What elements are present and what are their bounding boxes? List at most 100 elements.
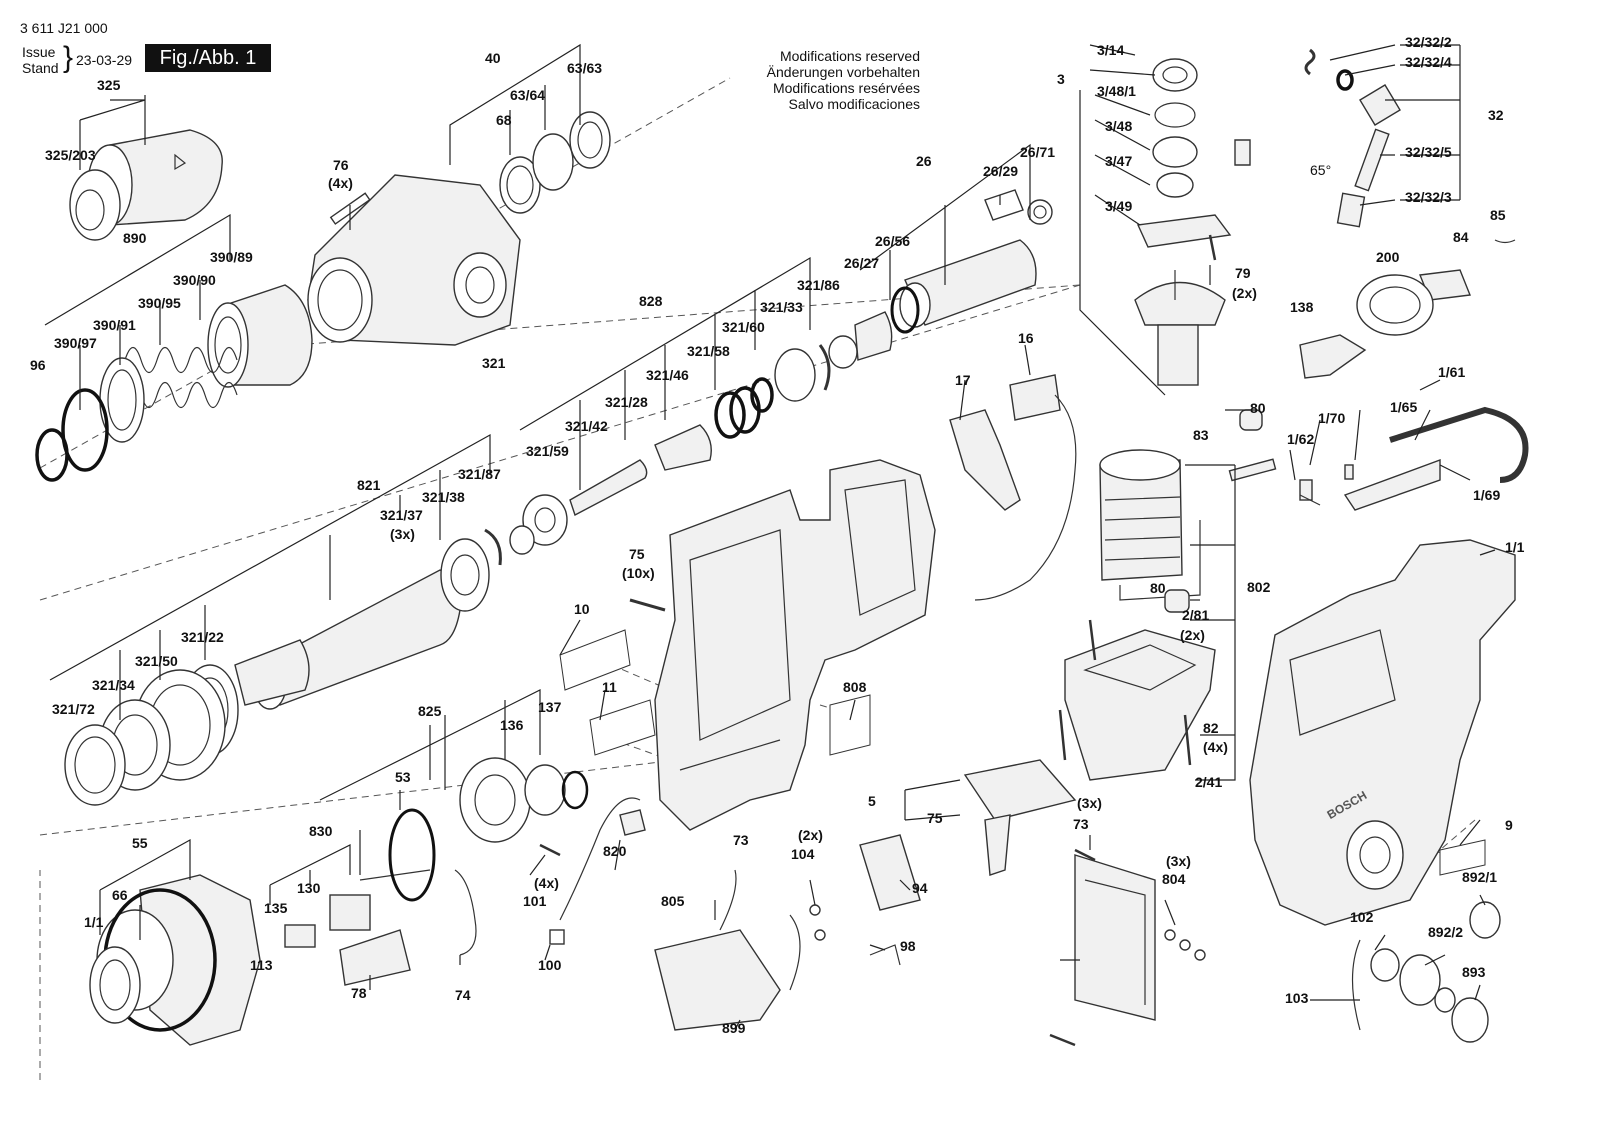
callout-label: 390/90 xyxy=(173,272,216,288)
part-100-sensor xyxy=(549,797,646,945)
stand-label: Stand xyxy=(22,60,59,76)
callout-label: 75 xyxy=(629,546,645,562)
screws xyxy=(539,234,1217,1047)
part-1-1-housing-right xyxy=(1249,539,1516,926)
callout-label: 1/70 xyxy=(1318,410,1345,426)
notice-line-de: Änderungen vorbehalten xyxy=(766,64,920,80)
callout-label: 390/89 xyxy=(210,249,253,265)
callout-label: 321/58 xyxy=(687,343,730,359)
callout-label: 96 xyxy=(30,357,46,373)
callout-label: 66 xyxy=(112,887,128,903)
part-2-41-motor-housing xyxy=(1064,629,1216,781)
issue-bracket: } xyxy=(63,41,74,74)
callout-label: 113 xyxy=(250,957,273,973)
part-804-battery-interface xyxy=(1074,854,1156,1021)
callout-label: 104 xyxy=(791,846,815,862)
callout-label: 892/2 xyxy=(1428,924,1463,940)
callout-label: 94 xyxy=(912,880,928,896)
callout-label: 73 xyxy=(733,832,749,848)
callout-label: 5 xyxy=(868,793,876,809)
part-misc-small-1 xyxy=(1164,239,1516,613)
callout-label: 26 xyxy=(916,153,932,169)
callout-label: 9 xyxy=(1505,817,1513,833)
callout-label: 32 xyxy=(1488,107,1504,123)
callout-label: 1/1 xyxy=(1505,539,1525,555)
issue-date: 23-03-29 xyxy=(76,52,133,68)
part-321-22-gear xyxy=(64,639,310,806)
callout-label: 321/33 xyxy=(760,299,803,315)
part-26-cylinder xyxy=(828,189,1053,369)
callout-label: 828 xyxy=(639,293,663,309)
callout-label: 26/29 xyxy=(983,163,1018,179)
callout-label: 136 xyxy=(500,717,524,733)
callout-label: 3 xyxy=(1057,71,1065,87)
callout-label: 321/50 xyxy=(135,653,178,669)
callout-label: (2x) xyxy=(798,827,823,843)
callout-label: 82 xyxy=(1203,720,1219,736)
angle-label: 65° xyxy=(1310,162,1331,178)
callout-label: 79 xyxy=(1235,265,1251,281)
callout-label: 26/56 xyxy=(875,233,910,249)
callout-label: 802 xyxy=(1247,579,1271,595)
part-104-module xyxy=(859,834,921,966)
callout-label: 32/32/3 xyxy=(1405,189,1452,205)
callout-label: 321/38 xyxy=(422,489,465,505)
callout-label: 26/27 xyxy=(844,255,879,271)
callout-label: (3x) xyxy=(390,526,415,542)
callout-label: (4x) xyxy=(534,875,559,891)
callout-label: 321/60 xyxy=(722,319,765,335)
notice-line-fr: Modifications resérvées xyxy=(772,80,920,96)
callout-label: 321/59 xyxy=(526,443,569,459)
callout-label: 321/22 xyxy=(181,629,224,645)
part-805-electronics xyxy=(654,869,801,1031)
callout-label: 80 xyxy=(1250,400,1266,416)
callout-label: 3/47 xyxy=(1105,153,1132,169)
callout-label: 11 xyxy=(602,679,617,695)
callout-label: (4x) xyxy=(328,175,353,191)
part-802-stator xyxy=(1099,449,1201,601)
callout-label: 804 xyxy=(1162,871,1186,887)
callout-label: (3x) xyxy=(1166,853,1191,869)
callout-label: (2x) xyxy=(1180,627,1205,643)
callout-label: 78 xyxy=(351,985,367,1001)
callout-label: 390/97 xyxy=(54,335,97,351)
callout-label: 32/32/4 xyxy=(1405,54,1452,70)
callout-label: 101 xyxy=(523,893,547,909)
blank-labels xyxy=(559,629,1486,876)
callout-label: 40 xyxy=(485,50,501,66)
callout-label: 98 xyxy=(900,938,916,954)
callout-label: 63/63 xyxy=(567,60,602,76)
modifications-notice: Modifications reserved Änderungen vorbeh… xyxy=(680,48,920,112)
callout-label: 26/71 xyxy=(1020,144,1055,160)
leader-lines xyxy=(44,43,1496,1031)
callout-label: 80 xyxy=(1150,580,1166,596)
callout-label: 808 xyxy=(843,679,867,695)
callout-label: 1/1 xyxy=(84,914,104,930)
part-390-tool-holder xyxy=(35,284,313,482)
callout-labels: 3/143/48/13/483/473/49379(2x)32/32/232/3… xyxy=(30,34,1525,1036)
callout-label: 321/34 xyxy=(92,677,135,693)
callout-label: 68 xyxy=(496,112,512,128)
callout-label: 1/62 xyxy=(1287,431,1314,447)
callout-label: 55 xyxy=(132,835,148,851)
part-40-gear-housing xyxy=(307,174,521,346)
callout-label: 321/86 xyxy=(797,277,840,293)
callout-label: 10 xyxy=(574,601,590,617)
part-1-1-housing-centre xyxy=(654,459,936,831)
callout-label: 821 xyxy=(357,477,381,493)
callout-label: 1/61 xyxy=(1438,364,1465,380)
part-1-61-handle xyxy=(1299,406,1529,511)
callout-label: 32/32/5 xyxy=(1405,144,1452,160)
callout-label: 830 xyxy=(309,823,333,839)
callout-label: 321/28 xyxy=(605,394,648,410)
document-number: 3 611 J21 000 xyxy=(20,20,108,36)
callout-label: 325 xyxy=(97,77,121,93)
callout-label: 321 xyxy=(482,355,506,371)
callout-label: 85 xyxy=(1490,207,1506,223)
callout-label: 3/48/1 xyxy=(1097,83,1136,99)
callout-label: 2/81 xyxy=(1182,607,1209,623)
callout-label: 3/14 xyxy=(1097,42,1124,58)
callout-label: 74 xyxy=(455,987,471,1003)
callout-label: 1/69 xyxy=(1473,487,1500,503)
